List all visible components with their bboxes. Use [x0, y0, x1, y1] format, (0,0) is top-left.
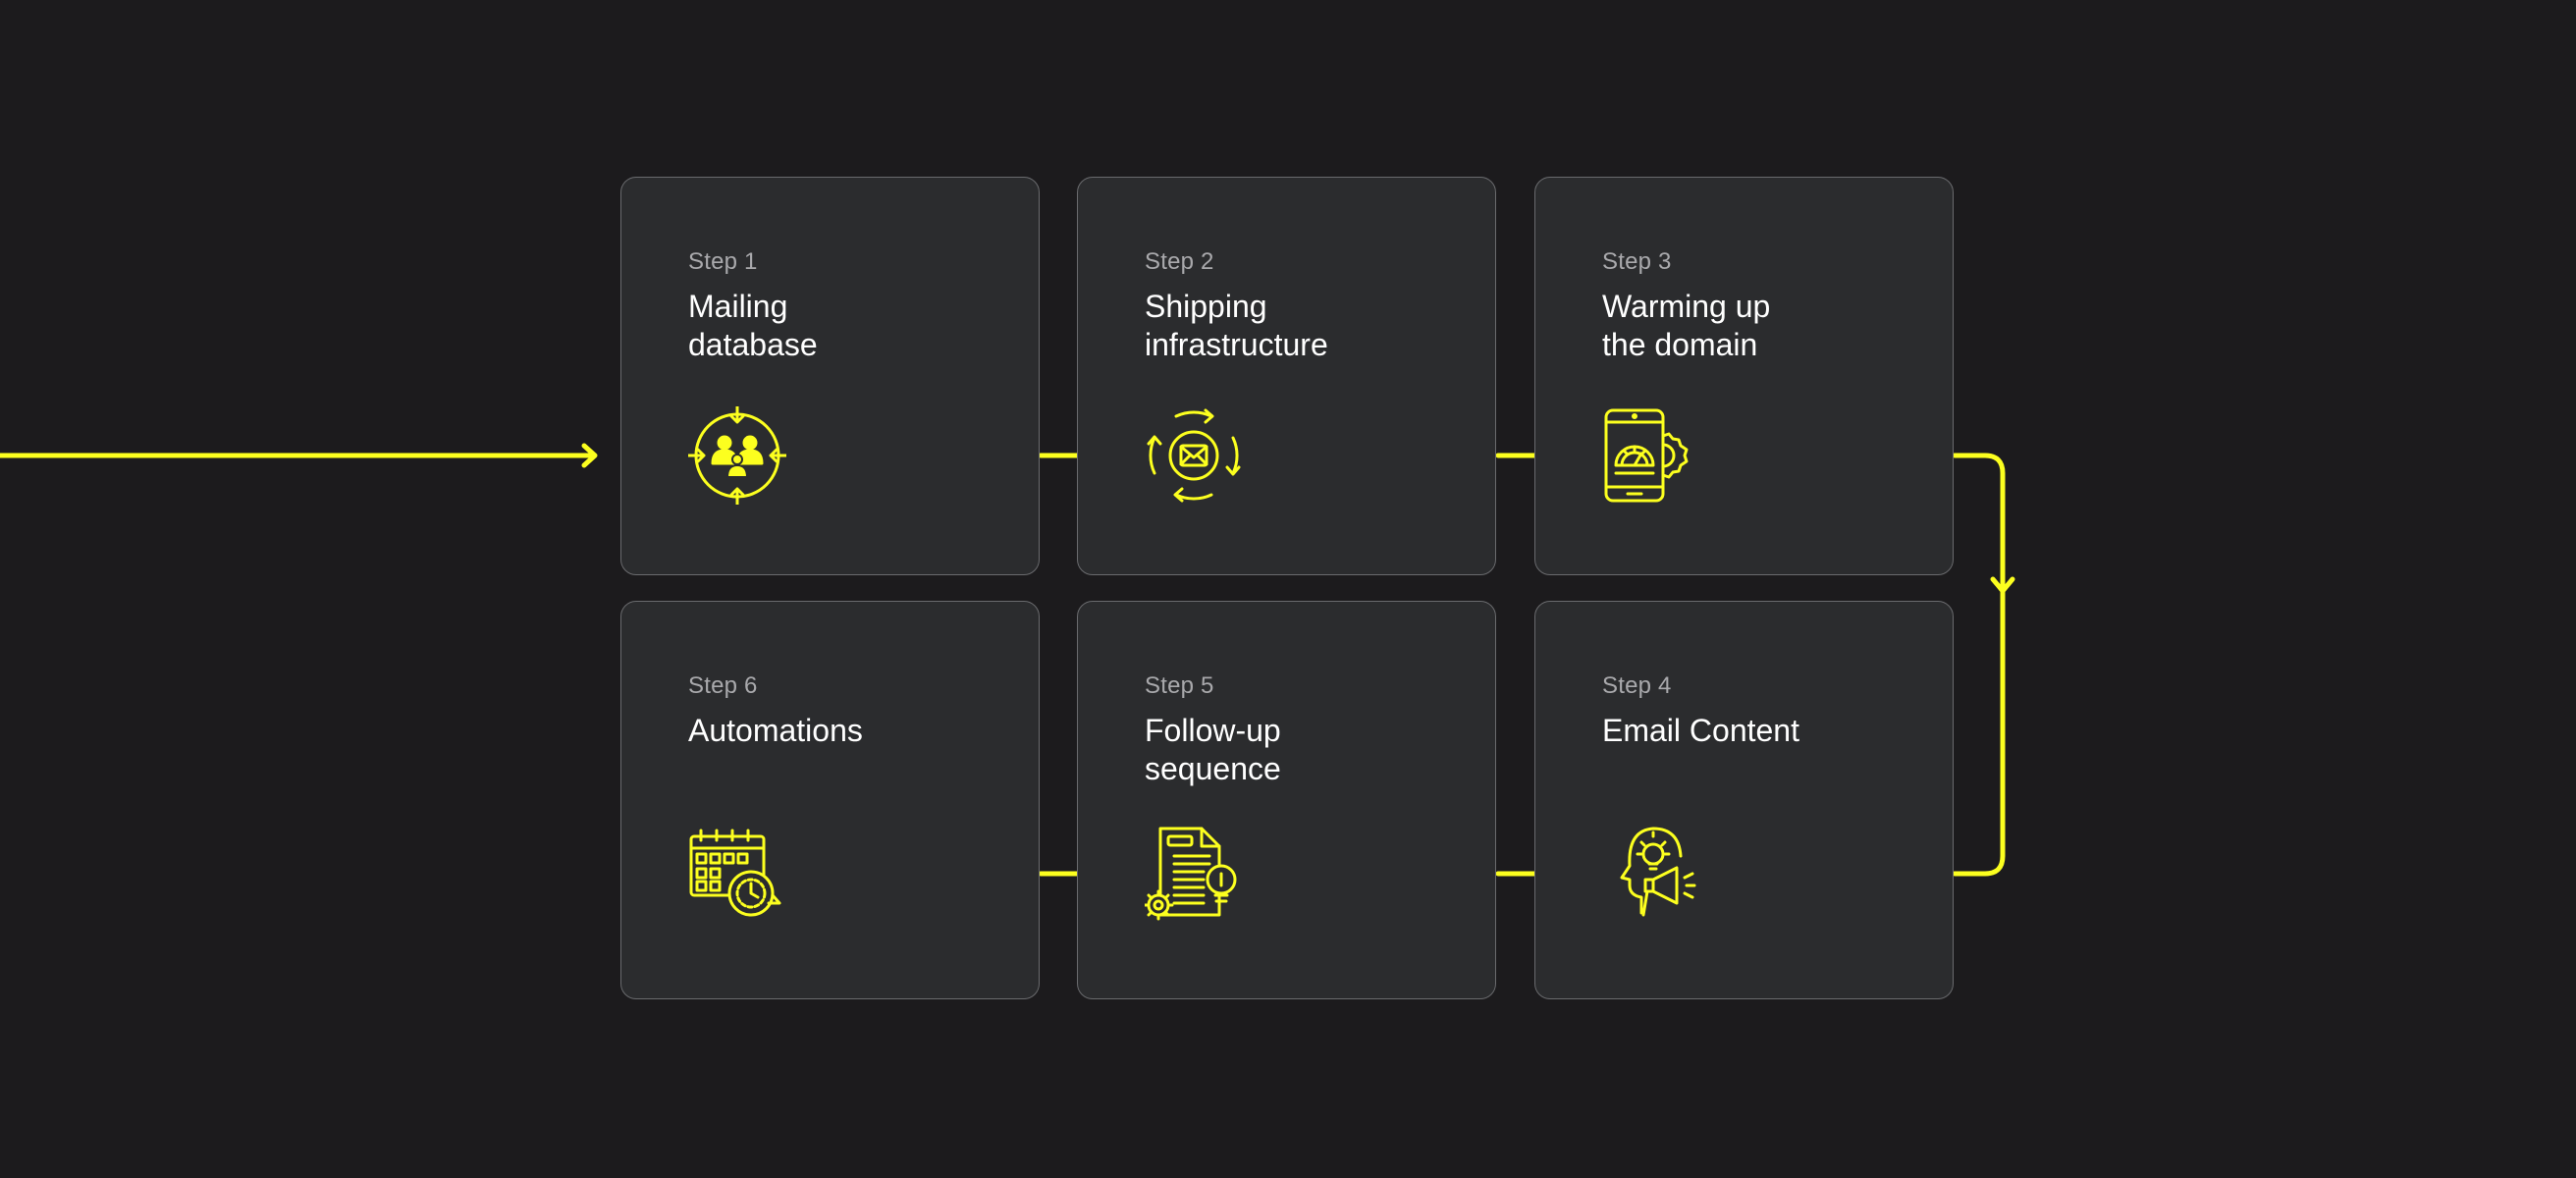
step-title: Warming up the domain: [1602, 288, 1916, 364]
step-card-6: Step 6 Automations: [620, 601, 1040, 999]
step-number: Step 4: [1602, 672, 1672, 699]
step-title: Follow-up sequence: [1145, 712, 1459, 788]
step-title-line2: the domain: [1602, 327, 1758, 362]
step-number: Step 6: [688, 672, 758, 699]
connector-step3-step4: [1952, 453, 2006, 877]
email-cycle-icon: [1145, 406, 1243, 505]
step-number: Step 3: [1602, 248, 1672, 275]
target-audience-icon: [688, 406, 786, 505]
step-card-3: Step 3 Warming up the domain: [1534, 177, 1954, 575]
calendar-clock-icon: [688, 825, 786, 923]
phone-gauge-gear-icon: [1602, 406, 1700, 505]
document-lightbulb-icon: [1145, 825, 1243, 923]
step-number: Step 5: [1145, 672, 1214, 699]
step-title: Mailing database: [688, 288, 1002, 364]
step-number: Step 2: [1145, 248, 1214, 275]
step-card-2: Step 2 Shipping infrastructure: [1077, 177, 1496, 575]
step-title-line1: Automations: [688, 713, 863, 748]
step-title-line1: Shipping: [1145, 289, 1267, 324]
step-card-1: Step 1 Mailing database: [620, 177, 1040, 575]
step-title-line2: sequence: [1145, 751, 1281, 786]
down-arrow-head: [1990, 576, 2015, 594]
step-title: Automations: [688, 712, 1002, 750]
entry-arrow-head: [581, 443, 598, 468]
step-title: Shipping infrastructure: [1145, 288, 1459, 364]
step-title-line1: Follow-up: [1145, 713, 1281, 748]
step-title-line2: database: [688, 327, 818, 362]
step-title: Email Content: [1602, 712, 1916, 750]
step-card-5: Step 5 Follow-up sequence: [1077, 601, 1496, 999]
step-number: Step 1: [688, 248, 758, 275]
step-title-line1: Mailing: [688, 289, 788, 324]
step-title-line2: infrastructure: [1145, 327, 1328, 362]
step-card-4: Step 4 Email Content: [1534, 601, 1954, 999]
step-title-line1: Warming up: [1602, 289, 1771, 324]
step-title-line1: Email Content: [1602, 713, 1799, 748]
head-idea-megaphone-icon: [1602, 825, 1700, 923]
